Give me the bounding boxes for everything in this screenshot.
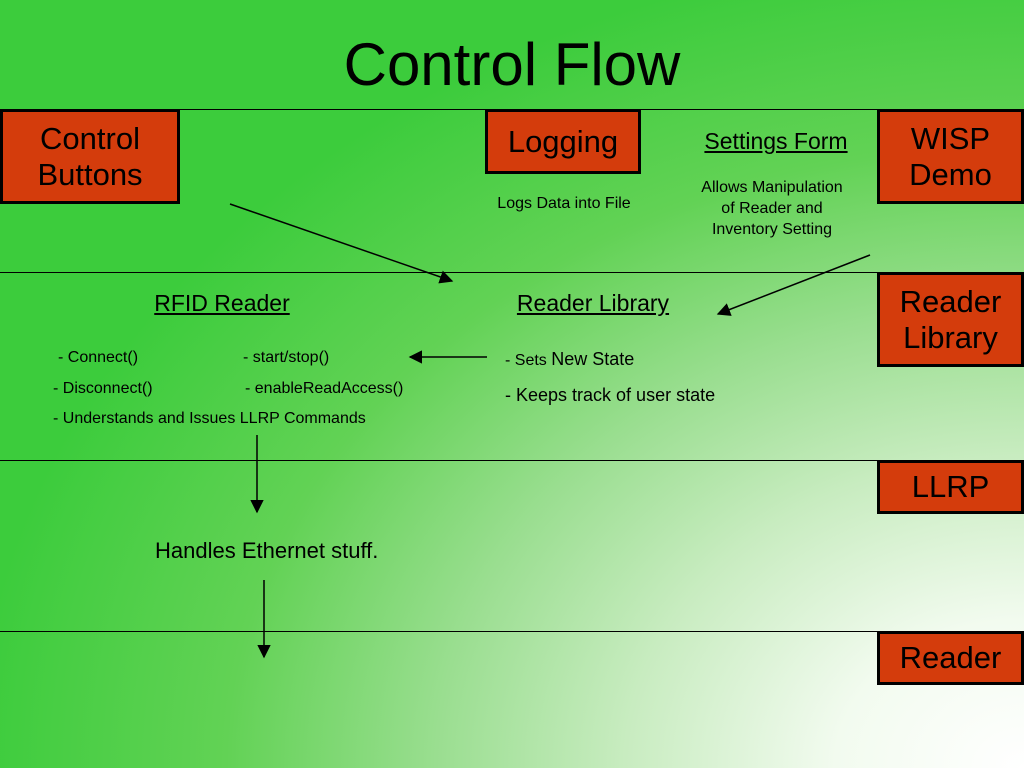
sets-prefix: - Sets: [505, 352, 547, 369]
reader-library-box: Reader Library: [877, 272, 1024, 367]
logging-box: Logging: [485, 109, 641, 174]
disconnect-method: - Disconnect(): [53, 380, 153, 397]
llrp-label: LLRP: [911, 469, 990, 505]
reader-box: Reader: [877, 631, 1024, 685]
wisp-demo-label: WISP Demo: [909, 120, 992, 192]
settings-form-description: Allows Manipulation of Reader and Invent…: [701, 179, 843, 238]
new-state: New State: [551, 349, 635, 369]
wisp-demo-box: WISP Demo: [877, 109, 1024, 204]
sets-new-state-text: - Sets New State: [505, 349, 634, 370]
control-buttons-label: Control Buttons: [37, 120, 143, 192]
separator-line-4: [0, 631, 880, 632]
separator-line-1: [0, 109, 880, 110]
ethernet-text: Handles Ethernet stuff.: [155, 538, 379, 563]
reader-library-label: Reader Library: [899, 283, 1002, 355]
reader-library-heading: Reader Library: [516, 290, 670, 316]
arrow-wisp-demo-to-reader-library: [716, 254, 871, 316]
keeps-track-text: - Keeps track of user state: [505, 385, 716, 405]
connect-method: - Connect(): [58, 349, 139, 366]
enable-read-access-method: - enableReadAccess(): [245, 380, 404, 397]
logging-description: Logs Data into File: [497, 195, 631, 212]
llrp-box: LLRP: [877, 460, 1024, 514]
slide-title: Control Flow: [343, 31, 681, 98]
arrow-control-buttons-to-reader-library: [229, 203, 454, 284]
logging-label: Logging: [507, 123, 619, 159]
start-stop-method: - start/stop(): [243, 349, 330, 366]
reader-label: Reader: [899, 640, 1002, 676]
separator-line-3: [0, 460, 880, 461]
llrp-commands-text: - Understands and Issues LLRP Commands: [53, 410, 366, 427]
rfid-reader-heading: RFID Reader: [154, 290, 290, 316]
settings-form-heading: Settings Form: [704, 128, 848, 154]
control-buttons-box: Control Buttons: [0, 109, 180, 204]
